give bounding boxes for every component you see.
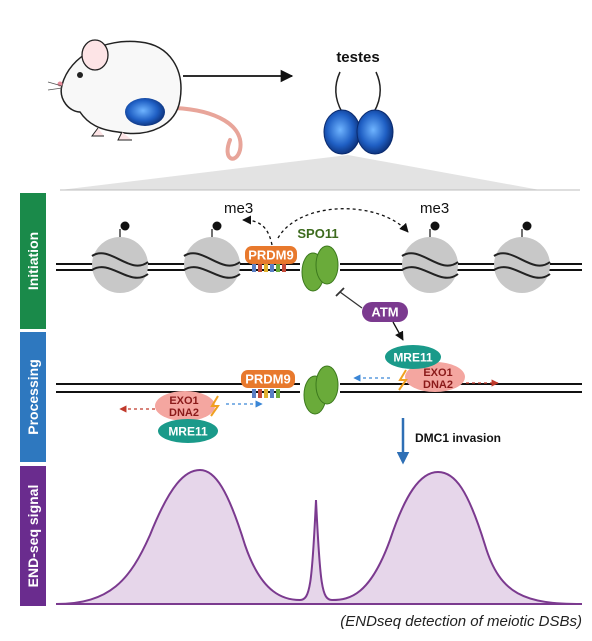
figure-caption: (ENDseq detection of meiotic DSBs) bbox=[340, 613, 582, 630]
mouse-illustration bbox=[47, 39, 243, 161]
methylation-arrow-left bbox=[242, 215, 273, 246]
nucleosome-3 bbox=[401, 221, 459, 293]
nucleosome-2 bbox=[183, 221, 241, 293]
me3-label-right: me3 bbox=[420, 200, 449, 217]
zoom-wedge bbox=[60, 155, 540, 190]
histone-tail-icon bbox=[522, 221, 532, 231]
spo11-complex bbox=[301, 245, 339, 292]
prdm9-processing-label: PRDM9 bbox=[245, 372, 291, 387]
exo1-label-right: EXO1 bbox=[423, 367, 452, 379]
stage-label-initiation: Initiation bbox=[25, 232, 41, 290]
testes-label: testes bbox=[336, 49, 379, 66]
prdm9-label: PRDM9 bbox=[248, 248, 294, 263]
stage-bar-initiation: Initiation bbox=[20, 193, 46, 329]
histone-tail-icon bbox=[120, 221, 130, 231]
mre11-label-right: MRE11 bbox=[393, 351, 433, 365]
exo1-label-left: EXO1 bbox=[169, 395, 198, 407]
dna2-label-right: DNA2 bbox=[423, 379, 453, 391]
atm-inhibition-line bbox=[339, 291, 363, 309]
endseq-signal-track bbox=[55, 468, 583, 605]
testes-illustration bbox=[323, 71, 394, 155]
mre11-label-left: MRE11 bbox=[168, 425, 208, 439]
spo11-processing bbox=[303, 365, 339, 415]
atm-kinase: ATM bbox=[362, 302, 408, 322]
stage-label-endseq: END-seq signal bbox=[25, 485, 41, 588]
stage-bar-endseq: END-seq signal bbox=[20, 466, 46, 606]
prdm9-processing: PRDM9 bbox=[241, 370, 295, 388]
prdm9-motif-processing bbox=[252, 389, 280, 398]
atm-label: ATM bbox=[371, 305, 398, 320]
nuclease-cut-icon bbox=[398, 369, 408, 391]
stage-label-processing: Processing bbox=[25, 359, 41, 434]
me3-label-left: me3 bbox=[224, 200, 253, 217]
atm-activation-arrow bbox=[392, 321, 404, 341]
dmc1-label: DMC1 invasion bbox=[415, 431, 501, 445]
resection-complex-right: EXO1 DNA2 MRE11 bbox=[385, 345, 465, 392]
resection-complex-left: EXO1 DNA2 MRE11 bbox=[155, 391, 220, 443]
nuclease-cut-icon bbox=[210, 395, 220, 417]
histone-tail-icon bbox=[212, 221, 222, 231]
nucleosome-4 bbox=[493, 221, 551, 293]
spo11-label: SPO11 bbox=[297, 226, 338, 241]
histone-tail-icon bbox=[430, 221, 440, 231]
dna2-label-left: DNA2 bbox=[169, 407, 199, 419]
prdm9-motif bbox=[252, 262, 286, 272]
methylation-arrow-right bbox=[277, 208, 409, 239]
nucleosome-1 bbox=[91, 221, 149, 293]
prdm9-initiation: PRDM9 bbox=[245, 246, 297, 264]
stage-bar-processing: Processing bbox=[20, 332, 46, 462]
